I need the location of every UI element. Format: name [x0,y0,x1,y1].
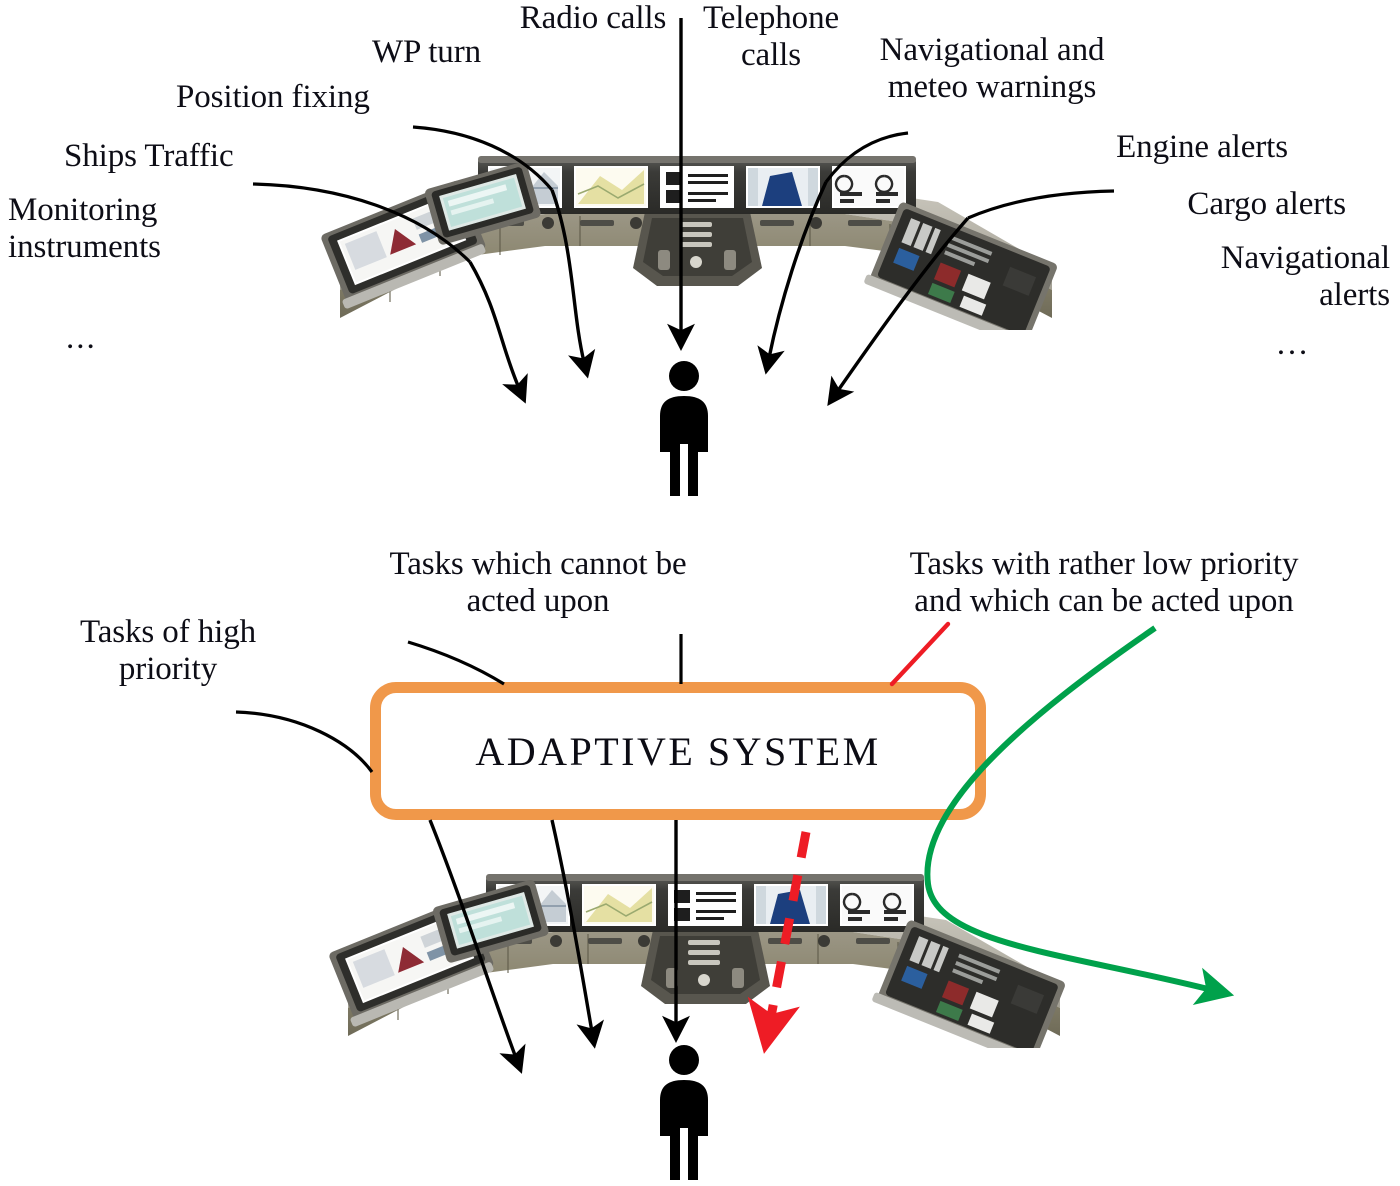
arrow-bottom-2 [550,819,604,1049]
leader-tasks-cannot-act [407,640,505,686]
leader-tasks-high-priority [235,710,374,773]
arrow-top-2 [550,189,596,379]
label-navigational-alerts: Navigational alerts [1220,240,1390,313]
leader-meteo-warnings [824,131,909,183]
bridge-console-top [321,156,1057,330]
label-navigational-and-meteo-warnings: Navigational and meteo warnings [879,32,1105,105]
label-tasks-of-high-priority: Tasks of high priority [79,614,257,687]
label-radio-calls: Radio calls [519,0,667,36]
leader-cargo-alerts [967,189,1115,220]
adaptive-system-label: ADAPTIVE SYSTEM [475,728,881,774]
label-tasks-with-rather-low-priority: Tasks with rather low priority and which… [909,546,1299,619]
arrow-top-4 [757,181,828,375]
label-tasks-which-cannot-be-acted-upon: Tasks which cannot be acted upon [389,546,687,619]
label-engine-alerts: Engine alerts [1116,129,1288,165]
adaptive-system-box[interactable]: ADAPTIVE SYSTEM [370,682,986,820]
label-position-fixing: Position fixing [176,79,370,115]
label-ellipsis-left: ... [66,320,97,356]
leader-ships-traffic [252,182,472,264]
arrow-discarded-task-red-dashed [747,831,811,1054]
operator-figure-bottom [660,1045,708,1180]
label-monitoring-instruments: Monitoring instruments [8,192,161,265]
label-telephone-calls: Telephone calls [702,0,840,73]
bridge-console-bottom [329,874,1065,1048]
leader-tasks-low-priority [889,621,951,687]
label-ellipsis-right: … [1275,326,1311,362]
arrow-top-1 [468,261,528,404]
arrow-bottom-1 [428,819,526,1074]
label-cargo-alerts: Cargo alerts [1187,186,1346,222]
label-ships-traffic: Ships Traffic [64,138,234,174]
arrow-system-handled-green [924,625,1235,1005]
label-wp-turn: WP turn [372,34,481,70]
leader-position-fixing [412,125,554,192]
operator-figure-top [660,361,708,496]
arrow-top-5 [827,216,970,406]
